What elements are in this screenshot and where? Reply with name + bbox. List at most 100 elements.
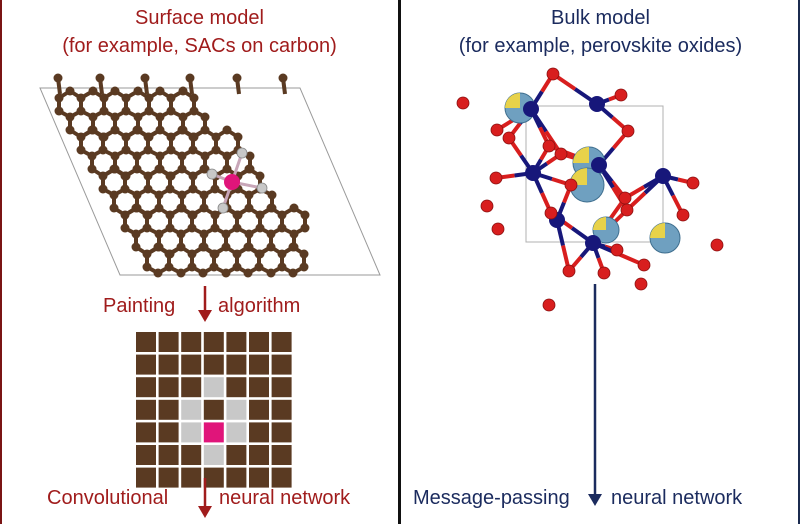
pixel-grid-icon <box>136 332 292 488</box>
carbon-atom <box>88 86 98 96</box>
carbon-pixel <box>136 377 156 398</box>
carbon-pixel <box>249 354 269 375</box>
carbon-pixel <box>136 445 156 465</box>
carbon-atom <box>65 125 75 135</box>
carbon-pixel <box>271 422 292 443</box>
carbon-atom <box>76 93 86 103</box>
carbon-atom <box>88 112 98 122</box>
carbon-atom <box>110 151 120 161</box>
carbon-atom <box>300 223 310 233</box>
bulk-model-panel: Bulk model (for example, perovskite oxid… <box>401 0 800 524</box>
carbon-atom <box>155 151 165 161</box>
carbon-atom <box>243 242 253 252</box>
carbon-atom <box>243 268 253 278</box>
carbon-atom <box>142 262 152 272</box>
carbon-atom <box>199 190 209 200</box>
carbon-pixel <box>249 445 269 465</box>
carbon-atom <box>120 184 130 194</box>
oxygen-atom <box>610 243 624 257</box>
nitrogen-atom <box>236 147 248 159</box>
carbon-atom <box>232 262 242 272</box>
carbon-atom <box>87 125 97 135</box>
oxygen-atom <box>620 203 634 217</box>
carbon-atom <box>255 210 265 220</box>
carbon-atom <box>166 106 176 116</box>
carbon-atom <box>188 171 198 181</box>
oxygen-atom <box>502 131 516 145</box>
nitrogen-pixel <box>203 445 224 465</box>
carbon-pixel <box>136 467 156 488</box>
carbon-atom <box>187 210 197 220</box>
nitrogen-pixel <box>181 422 202 443</box>
oxygen-atom <box>456 96 470 110</box>
oxygen-atom <box>621 124 635 138</box>
convolutional-label: Convolutional <box>47 487 169 509</box>
carbon-atom <box>110 86 120 96</box>
carbon-atom <box>244 164 254 174</box>
carbon-atom <box>254 249 264 259</box>
right-border <box>798 0 800 524</box>
carbon-pixel <box>226 354 247 375</box>
oxygen-atom <box>676 208 690 222</box>
nitrogen-atom <box>217 202 229 214</box>
carbon-atom <box>210 223 220 233</box>
nitrogen-pixel <box>181 399 202 420</box>
carbon-pixel <box>158 377 179 398</box>
carbon-pixel <box>226 377 247 398</box>
carbon-pixel <box>226 445 247 465</box>
carbon-atom <box>87 164 97 174</box>
carbon-pixel <box>158 467 179 488</box>
carbon-atom <box>185 73 195 83</box>
carbon-atom <box>188 184 198 194</box>
carbon-atom <box>188 145 198 155</box>
oxygen-atom <box>480 199 494 213</box>
carbon-pixel <box>158 354 179 375</box>
oxygen-atom <box>710 238 724 252</box>
carbon-atom <box>144 93 154 103</box>
carbon-atom <box>144 106 154 116</box>
carbon-atom <box>244 190 254 200</box>
carbon-pixel <box>136 422 156 443</box>
carbon-atom <box>176 242 186 252</box>
carbon-atom <box>131 203 141 213</box>
oxygen-atom <box>546 67 560 81</box>
carbon-atom <box>222 125 232 135</box>
b-site-atom <box>655 168 671 184</box>
carbon-atom <box>210 210 220 220</box>
carbon-atom <box>76 145 86 155</box>
carbon-pixel <box>158 445 179 465</box>
carbon-atom <box>178 86 188 96</box>
oxygen-atom <box>491 222 505 236</box>
b-site-atom <box>525 165 541 181</box>
carbon-atom <box>210 184 220 194</box>
carbon-atom <box>65 112 75 122</box>
unit-cell-outline <box>39 87 381 276</box>
carbon-atom <box>254 262 264 272</box>
carbon-pixel <box>249 399 269 420</box>
carbon-atom <box>132 151 142 161</box>
carbon-pixel <box>271 377 292 398</box>
carbon-atom <box>199 203 209 213</box>
carbon-pixel <box>249 467 269 488</box>
carbon-pixel <box>158 422 179 443</box>
carbon-atom <box>221 242 231 252</box>
carbon-pixel <box>181 445 202 465</box>
b-site-atom <box>523 101 539 117</box>
surface-model-panel: Surface model (for example, SACs on carb… <box>0 0 399 524</box>
carbon-pixel <box>136 332 156 352</box>
carbon-atom <box>267 190 277 200</box>
carbon-atom <box>278 73 288 83</box>
panel-divider <box>398 0 401 524</box>
carbon-atom <box>211 145 221 155</box>
carbon-pixel <box>203 332 224 352</box>
carbon-pixel <box>226 332 247 352</box>
carbon-atom <box>255 223 265 233</box>
surface-model-title: Surface model <box>135 7 264 29</box>
carbon-pixel <box>181 354 202 375</box>
carbon-atom <box>255 171 265 181</box>
carbon-atom <box>165 223 175 233</box>
carbon-atom <box>98 171 108 181</box>
carbon-pixel <box>203 399 224 420</box>
carbon-atom <box>121 132 131 142</box>
bulk-model-title: Bulk model <box>551 7 650 29</box>
